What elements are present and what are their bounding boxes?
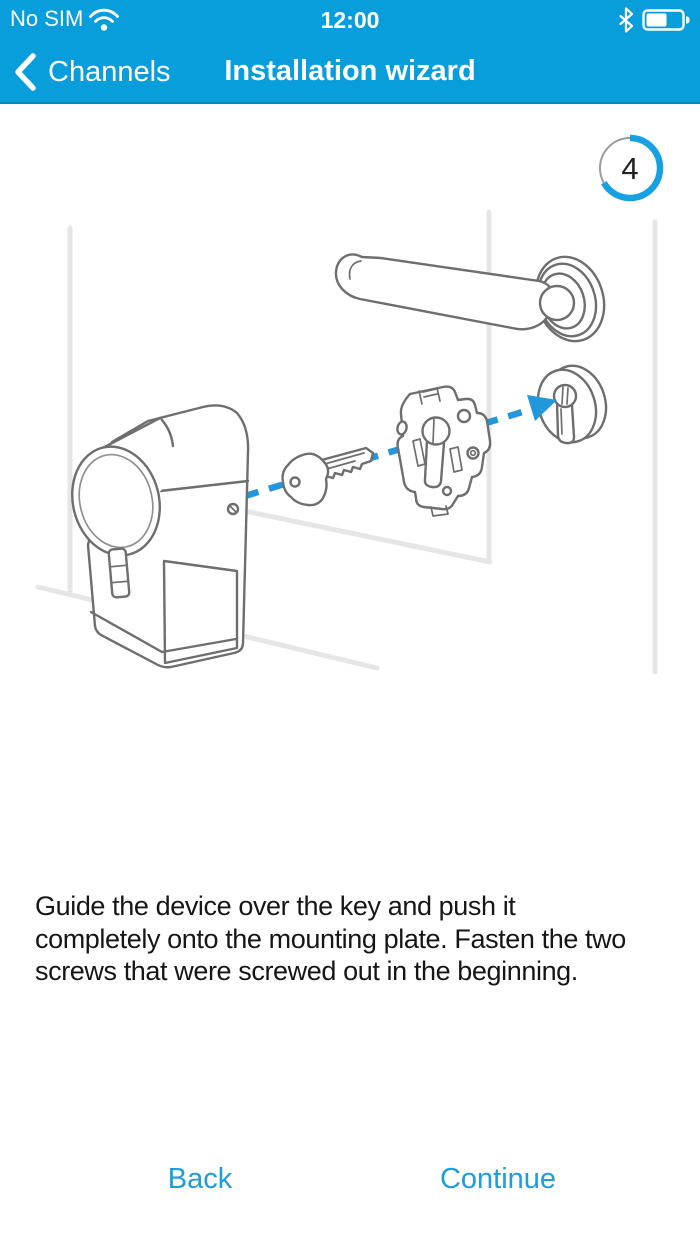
status-bar: No SIM 12:00 [0, 0, 700, 40]
guide-arrow [244, 395, 557, 500]
bluetooth-icon [618, 7, 634, 38]
instruction-line: Guide the device over the key and push i… [35, 891, 516, 921]
battery-fill [646, 13, 667, 27]
back-button[interactable]: Back [167, 1163, 233, 1195]
wifi-icon [88, 7, 120, 38]
instruction-line: screws that were screwed out in the begi… [35, 956, 578, 987]
mounting-plate [396, 385, 492, 517]
device-buttons [107, 547, 131, 599]
navigation-bar: Channels Installation wizard [0, 40, 700, 104]
continue-button[interactable]: Continue [439, 1163, 557, 1195]
back-nav-label: Channels [48, 55, 171, 88]
key [281, 446, 375, 507]
lock-drive-device [71, 404, 250, 669]
battery-icon [642, 8, 690, 37]
guide-arrow-head [527, 395, 557, 421]
carrier-label: No SIM [10, 6, 84, 31]
step-number: 4 [621, 151, 638, 186]
step-progress-indicator: 4 [596, 134, 664, 202]
keyhole-escutcheon [536, 364, 608, 445]
instruction-text: Guide the device over the key and push i… [35, 890, 685, 988]
step-progress-arc [596, 134, 664, 202]
instruction-line: completely onto the mounting plate. Fast… [35, 923, 626, 954]
status-time: 12:00 [320, 7, 380, 33]
back-chevron-icon [15, 53, 36, 91]
door-handle [334, 253, 606, 343]
back-nav-button[interactable]: Channels [12, 40, 171, 104]
